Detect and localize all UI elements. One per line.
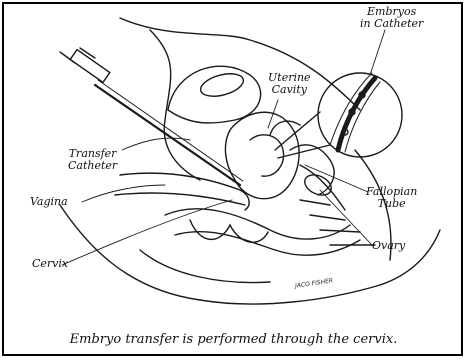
- label-ovary: Ovary: [372, 240, 405, 252]
- label-vagina: Vagina: [30, 196, 68, 208]
- label-transfer-catheter: Transfer Catheter: [68, 148, 117, 172]
- label-uterine-cavity: Uterine Cavity: [268, 72, 311, 96]
- label-fallopian-tube: Fallopian Tube: [366, 186, 417, 210]
- label-cervix: Cervix: [32, 258, 68, 270]
- figure-caption: Embryo transfer is performed through the…: [0, 332, 467, 347]
- label-embryos-in-catheter: Embryos in Catheter: [360, 6, 423, 30]
